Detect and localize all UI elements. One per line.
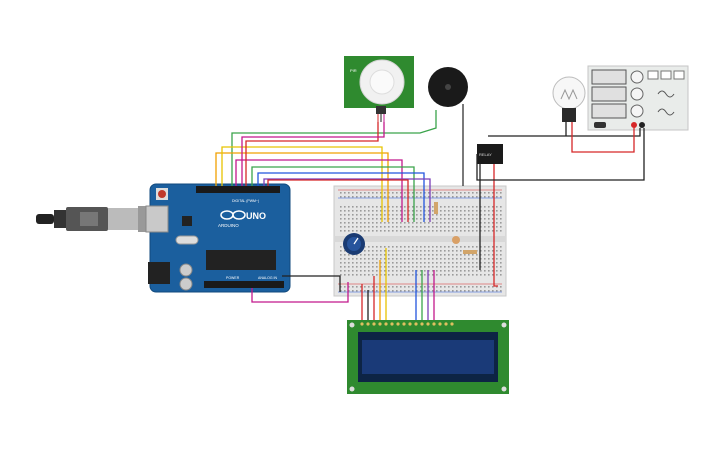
relay-module: RELAY (477, 144, 503, 164)
wire-23 (488, 128, 641, 137)
wire-4 (245, 122, 379, 186)
wire-6 (251, 166, 415, 222)
wire-3 (235, 159, 403, 222)
lcd-display (347, 320, 509, 394)
pir-sensor: PIR (344, 56, 414, 122)
wire-7 (257, 172, 425, 222)
wire-25 (571, 122, 635, 153)
usb-cable (36, 206, 154, 232)
wire-9 (267, 179, 409, 222)
wire-24 (476, 128, 645, 181)
wire-1 (215, 152, 389, 222)
arduino-digital-label: DIGITAL (PWM~) (232, 199, 259, 203)
relay-label: RELAY (479, 152, 492, 157)
power-supply (587, 65, 689, 131)
wire-2 (221, 146, 383, 222)
wire-8 (263, 178, 431, 222)
wires (215, 110, 645, 320)
arduino-analog-label: ANALOG IN (258, 276, 278, 280)
piezo-buzzer (428, 67, 468, 186)
wire-22 (493, 164, 498, 287)
arduino-sub-label: ARDUINO (218, 223, 239, 228)
breadboard (333, 185, 507, 297)
wire-11 (251, 282, 349, 303)
arduino-uno-board: UNO ARDUINO DIGITAL (PWM~) POWER ANALOG … (145, 183, 291, 293)
arduino-brand-label: UNO (246, 211, 266, 221)
wire-10 (282, 275, 341, 292)
wire-0 (231, 110, 437, 186)
light-bulb (552, 76, 586, 122)
wire-5 (241, 122, 385, 186)
arduino-power-label: POWER (226, 276, 240, 280)
pir-label: PIR (350, 68, 357, 73)
